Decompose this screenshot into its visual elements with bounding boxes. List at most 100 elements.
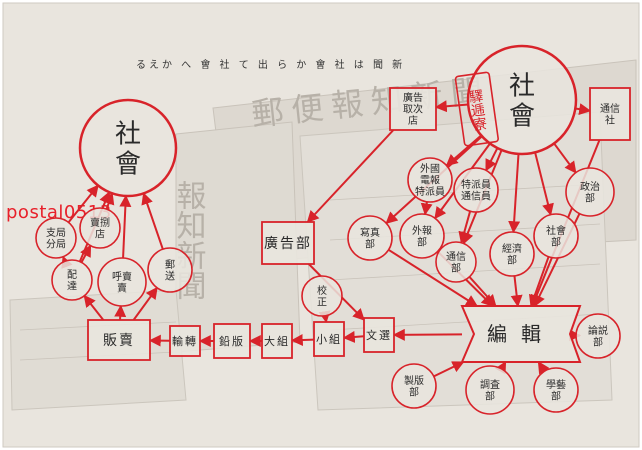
node-label-line: 調査 xyxy=(480,378,500,391)
arrow-society-right-to-news-agency xyxy=(575,103,592,116)
node-survey: 調査部 xyxy=(465,365,515,415)
arrow-survey-to-editorial xyxy=(495,360,507,375)
node-label-line: 店 xyxy=(95,227,105,240)
arrow-delivery-to-branch xyxy=(61,255,73,269)
arrow-society-right-to-ad-agency xyxy=(434,100,469,113)
node-mail: 郵送 xyxy=(147,247,193,293)
node-label-line: 支局 xyxy=(46,227,66,239)
node-label-line: 部 xyxy=(585,191,595,204)
node-photo: 寫真部 xyxy=(347,215,393,261)
node-label-line: 通信 xyxy=(446,251,466,263)
node-label-line: 政治 xyxy=(580,180,600,193)
arrow-society-right-to-special-correspondent xyxy=(485,147,499,172)
node-label-line: 部 xyxy=(417,235,427,248)
node-plate: 鉛版 xyxy=(213,323,251,359)
node-society-right: 社會 xyxy=(466,44,578,156)
arrow-proofread-to-small-typeset xyxy=(318,310,331,324)
arrow-sales-to-call-sales xyxy=(114,304,127,321)
node-label-line: 部 xyxy=(365,237,375,250)
arrow-small-typeset-to-full-typeset xyxy=(290,334,315,347)
arrow-plate-making-to-editorial xyxy=(433,361,465,378)
node-label-line: 會 xyxy=(115,149,141,179)
arrow-composing-to-small-typeset xyxy=(342,330,365,343)
node-news-agency: 通信社 xyxy=(589,87,631,141)
node-label-line: 社 xyxy=(509,71,535,101)
node-full-typeset: 大組 xyxy=(261,323,293,359)
arrow-call-sales-to-society-left xyxy=(119,194,132,259)
node-label: 鉛版 xyxy=(219,334,245,348)
node-label: 輸轉 xyxy=(172,334,198,348)
node-sales-shop: 賣捌店 xyxy=(79,207,121,249)
node-label-line: 通信 xyxy=(600,103,620,115)
node-label-line: 賣 xyxy=(117,281,127,294)
node-label-line: 配 xyxy=(67,269,77,281)
node-label-line: 部 xyxy=(485,389,495,402)
arrow-mail-to-society-left xyxy=(141,192,164,250)
node-correspondence: 通信部 xyxy=(435,241,477,283)
node-label-line: 學藝 xyxy=(546,378,566,391)
node-label: 編輯 xyxy=(487,322,555,346)
arrow-photo-to-editorial xyxy=(388,248,478,307)
node-label-line: 社 xyxy=(605,113,615,126)
node-label-line: 廣告 xyxy=(403,91,423,104)
node-composing: 文選 xyxy=(363,317,395,353)
node-label-line: 郵 xyxy=(165,259,175,271)
arrow-society-right-to-politics xyxy=(553,142,577,174)
node-label-line: 校 xyxy=(317,284,327,297)
node-delivery: 配達 xyxy=(51,259,93,301)
node-editorial-opinion: 論説部 xyxy=(575,313,621,359)
stamp-text: 驛逓寮 xyxy=(466,88,488,132)
node-label-line: 部 xyxy=(409,385,419,398)
node-editorial: 編輯 xyxy=(460,305,582,363)
node-label-line: 呼賣 xyxy=(112,270,132,283)
arrow-sales-to-mail xyxy=(132,286,158,321)
node-label-line: 部 xyxy=(551,235,561,248)
arrow-economics-to-editorial xyxy=(510,275,523,308)
node-label-line: 寫真 xyxy=(360,226,380,239)
node-label-line: 外報 xyxy=(412,225,432,237)
arrow-arts-to-editorial xyxy=(537,360,550,375)
arrow-society-right-to-social xyxy=(534,152,554,216)
node-proofread: 校正 xyxy=(301,275,343,317)
stamp-badge: 驛逓寮 xyxy=(454,71,499,147)
node-label-line: 部 xyxy=(507,253,517,266)
node-call-sales: 呼賣賣 xyxy=(97,257,147,307)
node-label-line: 社會 xyxy=(546,224,566,237)
node-label-line: 會 xyxy=(509,101,535,131)
node-label-line: 正 xyxy=(317,297,327,308)
node-label-line: 社 xyxy=(115,119,141,149)
flow-nodes: 社會社會廣告取次店通信社外國電報特派員特派員通信員政治部廣告部寫真部外報部通信部… xyxy=(35,44,631,415)
node-label: 廣告部 xyxy=(264,235,312,252)
node-label-line: 部 xyxy=(593,335,603,348)
node-label-line: 店 xyxy=(408,114,418,127)
node-foreign-news: 外報部 xyxy=(399,213,445,259)
node-label-line: 經濟 xyxy=(502,242,522,255)
node-label-line: 取次 xyxy=(403,103,423,116)
node-social: 社會部 xyxy=(533,213,579,259)
node-label-line: 送 xyxy=(165,269,175,282)
node-label-line: 部 xyxy=(451,261,461,274)
node-label-line: 通信員 xyxy=(461,190,491,202)
arrow-branch-to-society-left xyxy=(67,184,99,224)
node-label-line: 達 xyxy=(67,280,77,292)
node-arts: 學藝部 xyxy=(533,367,579,413)
node-plate-making: 製版部 xyxy=(391,363,437,409)
arrow-correspondence-to-editorial xyxy=(468,276,497,307)
arrow-foreign-telegram-to-foreign-news xyxy=(420,201,433,216)
node-transport: 輸轉 xyxy=(169,325,201,357)
node-label-line: 論説 xyxy=(588,324,608,337)
node-label-line: 特派員 xyxy=(461,179,491,191)
node-ad-dept: 廣告部 xyxy=(261,221,315,265)
arrow-ad-agency-to-ad-dept xyxy=(306,129,395,223)
node-label: 小組 xyxy=(316,333,342,346)
node-label: 文選 xyxy=(366,328,392,342)
node-label-line: 外國 xyxy=(420,163,440,175)
node-label-line: 特派員 xyxy=(415,186,445,198)
node-economics: 經濟部 xyxy=(489,231,535,277)
